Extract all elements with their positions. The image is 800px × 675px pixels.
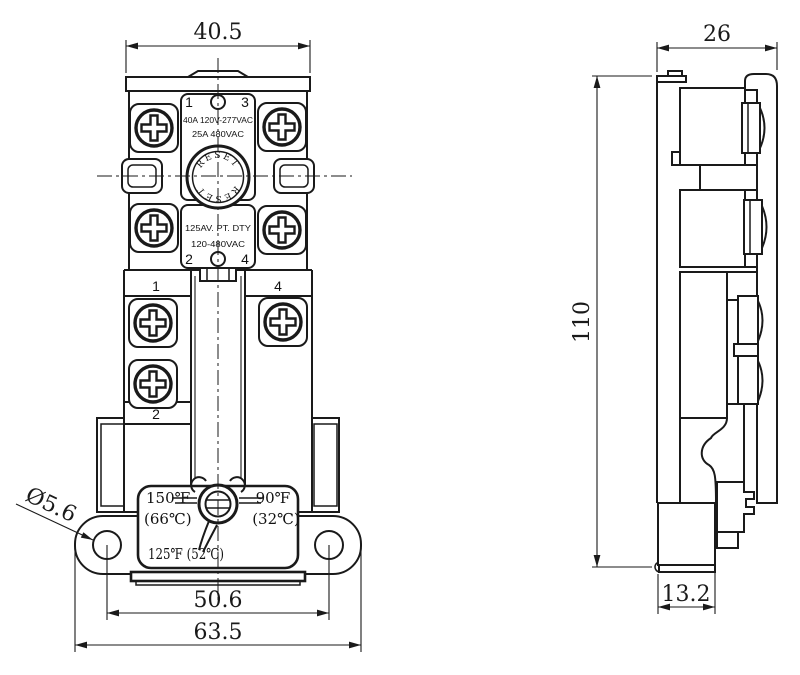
dim-hole-spacing: 50.6 [106,545,330,620]
temp-default-setting: 125℉ (52℃) [148,545,224,563]
phillips-screw-icon [133,364,173,404]
temp-low-c: (32℃) [252,510,300,528]
dim-height: 110 [570,75,652,568]
dim-depth-text: 26 [703,22,731,47]
back-plate [744,73,778,504]
cap-notch-edge [667,70,683,77]
dim-body-width: 40.5 [125,20,311,73]
dial-pointer [198,520,218,553]
phillips-screw-icon [262,210,302,250]
bottom-step [716,531,739,549]
dim-bracket-width-text: 63.5 [194,620,243,645]
dim-hole-diameter-text: Ø5.6 [21,483,80,528]
side-clip-left [96,417,125,513]
collar-ear-left [190,476,207,493]
phillips-screw-icon [134,108,174,148]
terminal-1-label: 1 [185,94,193,110]
terminal-3-label: 3 [241,94,249,110]
dim-body-width-text: 40.5 [194,20,243,45]
molded-contour [700,417,728,504]
scale-mark-left [172,497,197,504]
side-clip-right [311,417,340,513]
phillips-screw-icon [133,303,173,343]
terminal-2-label: 2 [185,251,193,267]
phillips-screw-icon [134,208,174,248]
scale-mark-right [239,497,264,504]
side-view [654,70,778,573]
temp-low-f: 90℉ [256,489,291,507]
lower-terminal-4-label: 4 [274,278,282,294]
dim-base-depth: 13.2 [657,572,716,614]
terminal-bumps [727,102,768,482]
lower-terminal-2-label: 2 [152,406,160,422]
lower-terminal-1-label: 1 [152,278,160,294]
center-lines [97,58,352,602]
dim-depth: 26 [656,22,778,72]
phillips-screw-icon [262,107,302,147]
bottom-box [654,502,716,573]
dim-height-text: 110 [570,301,595,343]
rating-line2: 25A 480VAC [192,129,244,139]
sensor-channel [190,270,246,486]
upper-housing [679,87,746,166]
temp-high-c: (66℃) [144,510,192,528]
phillips-screw-icon [263,302,303,342]
lower-housing [679,271,728,419]
bottom-terminal-tab [716,481,755,533]
dim-bracket-width: 63.5 [74,548,362,652]
terminal-4-label: 4 [241,251,249,267]
mid-housing [679,189,746,268]
collar-ear-right [229,476,246,493]
dim-base-depth-text: 13.2 [662,582,711,607]
neck-band [682,164,757,191]
